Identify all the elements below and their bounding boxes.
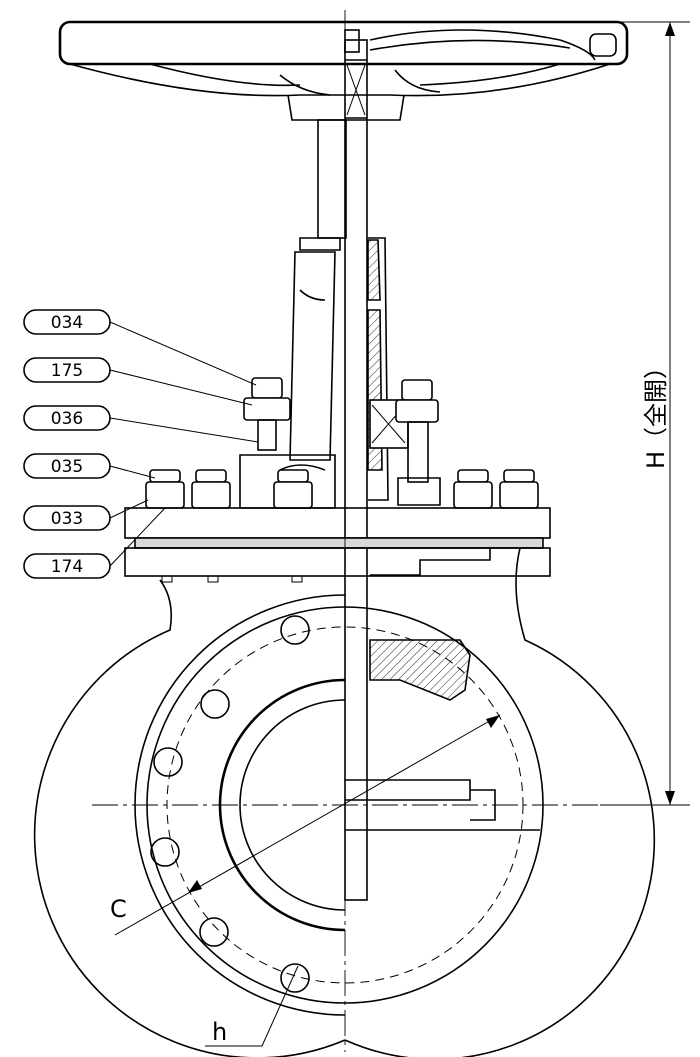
callout-033: 033 <box>23 499 149 531</box>
hole-leader <box>205 965 299 1047</box>
gland-bolts <box>145 377 539 509</box>
pcd-dimension <box>114 714 501 936</box>
handwheel <box>58 20 629 121</box>
hole-dim-label: h <box>212 1018 227 1046</box>
height-dimension <box>600 21 690 806</box>
part-label-174: 174 <box>51 557 83 577</box>
callout-175: 175 <box>23 357 253 406</box>
pcd-dim-label: C <box>110 895 127 923</box>
bonnet-flange <box>124 507 551 583</box>
part-label-175: 175 <box>51 361 83 381</box>
callout-035: 035 <box>23 453 156 479</box>
height-dim-label: H（全開） <box>642 355 670 469</box>
part-label-035: 035 <box>51 457 83 477</box>
callout-036: 036 <box>23 405 259 443</box>
center-lines <box>92 10 600 1052</box>
part-label-034: 034 <box>51 313 83 333</box>
callout-174: 174 <box>23 507 166 579</box>
callout-034: 034 <box>23 309 257 386</box>
part-label-033: 033 <box>51 509 83 529</box>
stem-yoke <box>289 39 409 901</box>
part-label-036: 036 <box>51 409 83 429</box>
